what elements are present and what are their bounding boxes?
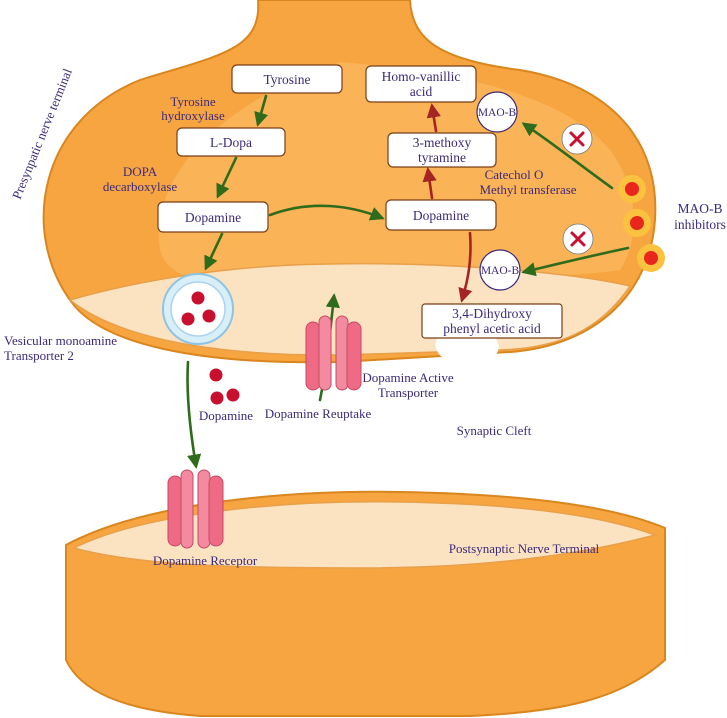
- vesicle-label-line2: Transporter 2: [4, 348, 74, 363]
- l-dopa-text: L-Dopa: [210, 135, 252, 150]
- methoxytyramine-node: 3-methoxy tyramine: [387, 132, 497, 168]
- arrow-inhibitor-to-maob-top: [521, 122, 614, 190]
- dopamine-receptor: [167, 469, 224, 549]
- tyrosine-node: Tyrosine: [231, 64, 343, 94]
- arrow-dopamine-to-methoxytyramine: [422, 167, 437, 200]
- comt-line1: Catechol O: [485, 167, 544, 182]
- arrow-release-to-receptor: [186, 360, 202, 469]
- maob-top-enzyme: MAO-B: [476, 91, 518, 133]
- dopa-decarboxylase-line2: decarboxylase: [103, 179, 178, 194]
- tyrosine-hydroxylase-line1: Tyrosine: [170, 94, 216, 109]
- dopamine-active-transporter: [305, 315, 362, 391]
- synaptic-cleft-label: Synaptic Cleft: [457, 423, 532, 438]
- arrow-tyrosine-to-ldopa: [254, 94, 269, 127]
- maob-bottom-enzyme: MAO-B: [479, 249, 521, 291]
- receptor-label: Dopamine Receptor: [153, 553, 258, 568]
- reuptake-label: Dopamine Reuptake: [265, 406, 372, 421]
- synaptic-vesicle: [162, 273, 234, 345]
- dopamine-left-text: Dopamine: [185, 210, 241, 225]
- arrow-dopamine-to-vesicle: [204, 232, 224, 271]
- active-transporter-line1: Dopamine Active: [362, 370, 454, 385]
- methoxy-line1: 3-methoxy: [413, 135, 472, 150]
- maob-bottom-text: MAO-B: [481, 265, 520, 277]
- vesicle-label-line1: Vesicular monoamine: [4, 333, 117, 348]
- cleft-dopamine-molecules: [209, 368, 240, 405]
- active-transporter-line2: Transporter: [378, 385, 439, 400]
- dopac-node: 3,4-Dihydroxy phenyl acetic acid: [421, 303, 563, 339]
- dopamine-cleft-label: Dopamine: [199, 408, 253, 423]
- arrow-dopamine-to-dopamine: [268, 204, 385, 221]
- postsynaptic-label: Postsynaptic Nerve Terminal: [449, 541, 600, 556]
- dopamine-left-node: Dopamine: [157, 201, 269, 233]
- tyrosine-text: Tyrosine: [263, 72, 310, 87]
- homovanillic-node: Homo-vanillic acid: [365, 65, 477, 103]
- dopamine-right-text: Dopamine: [413, 208, 469, 223]
- arrow-dopamine-to-dopac: [458, 231, 473, 303]
- l-dopa-node: L-Dopa: [176, 127, 286, 157]
- homovanillic-line2: acid: [410, 84, 433, 99]
- dopamine-right-node: Dopamine: [385, 199, 497, 231]
- dopac-line2: phenyl acetic acid: [443, 321, 541, 336]
- methoxy-line2: tyramine: [418, 150, 466, 165]
- maob-top-text: MAO-B: [478, 107, 517, 119]
- inhibition-mark-bottom: [562, 223, 594, 255]
- arrow-inhibitor-to-maob-bottom: [521, 246, 630, 277]
- inhibition-mark-top: [561, 123, 593, 155]
- homovanillic-line1: Homo-vanillic: [382, 69, 461, 84]
- dopa-decarboxylase-line1: DOPA: [123, 164, 158, 179]
- arrow-ldopa-to-dopamine: [216, 156, 238, 199]
- tyrosine-hydroxylase-line2: hydroxylase: [161, 108, 225, 123]
- maob-inhibitor-molecules: [618, 175, 665, 272]
- postsynaptic-terminal: [65, 490, 666, 717]
- dopac-line1: 3,4-Dihydroxy: [452, 306, 532, 321]
- comt-line2: Methyl transferase: [479, 182, 576, 197]
- inhibitor-label-line2: inhibitors: [674, 217, 726, 232]
- cleft-notch: [435, 330, 499, 366]
- arrow-methoxytyramine-to-hva: [426, 103, 441, 133]
- inhibitor-label-line1: MAO-B: [677, 201, 722, 216]
